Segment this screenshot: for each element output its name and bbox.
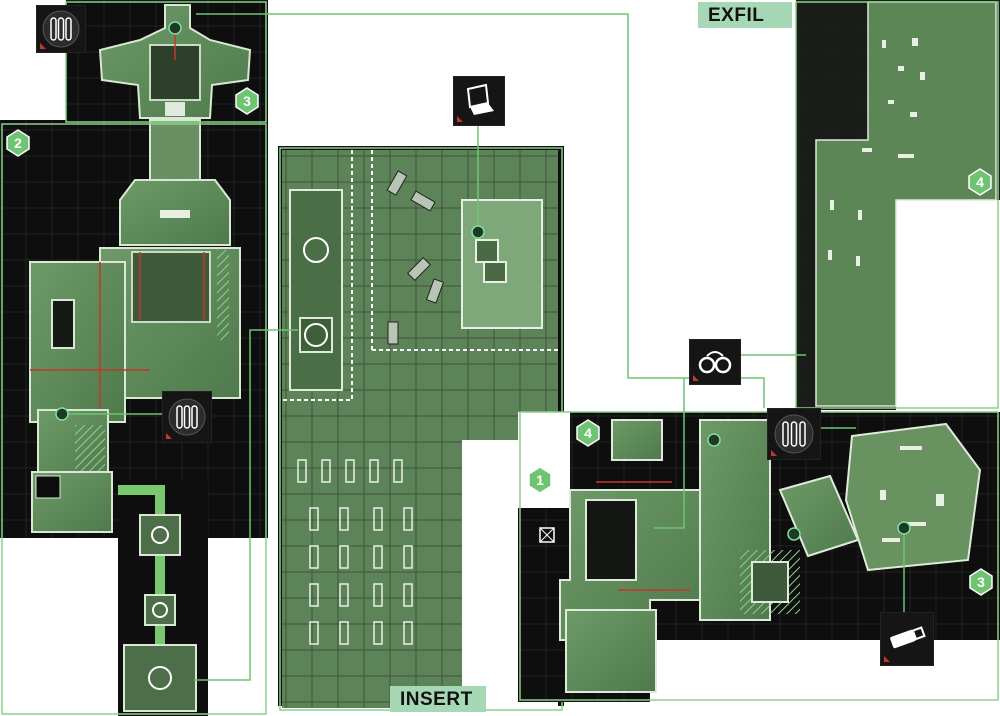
vehicles	[386, 170, 445, 345]
zone-label: 1	[536, 472, 544, 488]
exfil-label: EXFIL	[698, 2, 792, 28]
zone-marker-3: 3	[235, 87, 259, 115]
exfil-area	[795, 0, 1000, 410]
zone-marker-1: 1	[528, 466, 552, 494]
room-furniture	[880, 446, 944, 542]
zone-label: 4	[584, 425, 592, 441]
insert-area	[278, 146, 564, 716]
connector-lines	[62, 13, 905, 681]
supply-crate-icon	[148, 526, 172, 690]
zone-label: 3	[977, 574, 985, 590]
zone-label: 4	[976, 174, 984, 190]
zone-marker-2: 2	[6, 129, 30, 157]
parking-lots	[297, 459, 413, 645]
zone-markers: 2 3 1 4 4 3	[6, 87, 993, 596]
zone-marker-3: 3	[969, 568, 993, 596]
zone-label: 2	[14, 135, 22, 151]
ammo-icon	[767, 408, 821, 460]
waypoint-markers	[55, 21, 911, 541]
handcuffs-icon	[689, 339, 741, 385]
zone-marker-4: 4	[576, 419, 600, 447]
zone-label: 3	[243, 93, 251, 109]
usb-drive-icon	[880, 612, 934, 666]
right-complex	[518, 411, 1000, 716]
exfil-obstacles	[828, 38, 925, 266]
left-complex	[0, 0, 268, 716]
ammo-icon	[162, 391, 212, 443]
insert-label: INSERT	[390, 686, 486, 712]
laptop-icon	[453, 76, 505, 126]
ammo-icon	[36, 5, 86, 53]
zone-marker-4: 4	[968, 168, 992, 196]
